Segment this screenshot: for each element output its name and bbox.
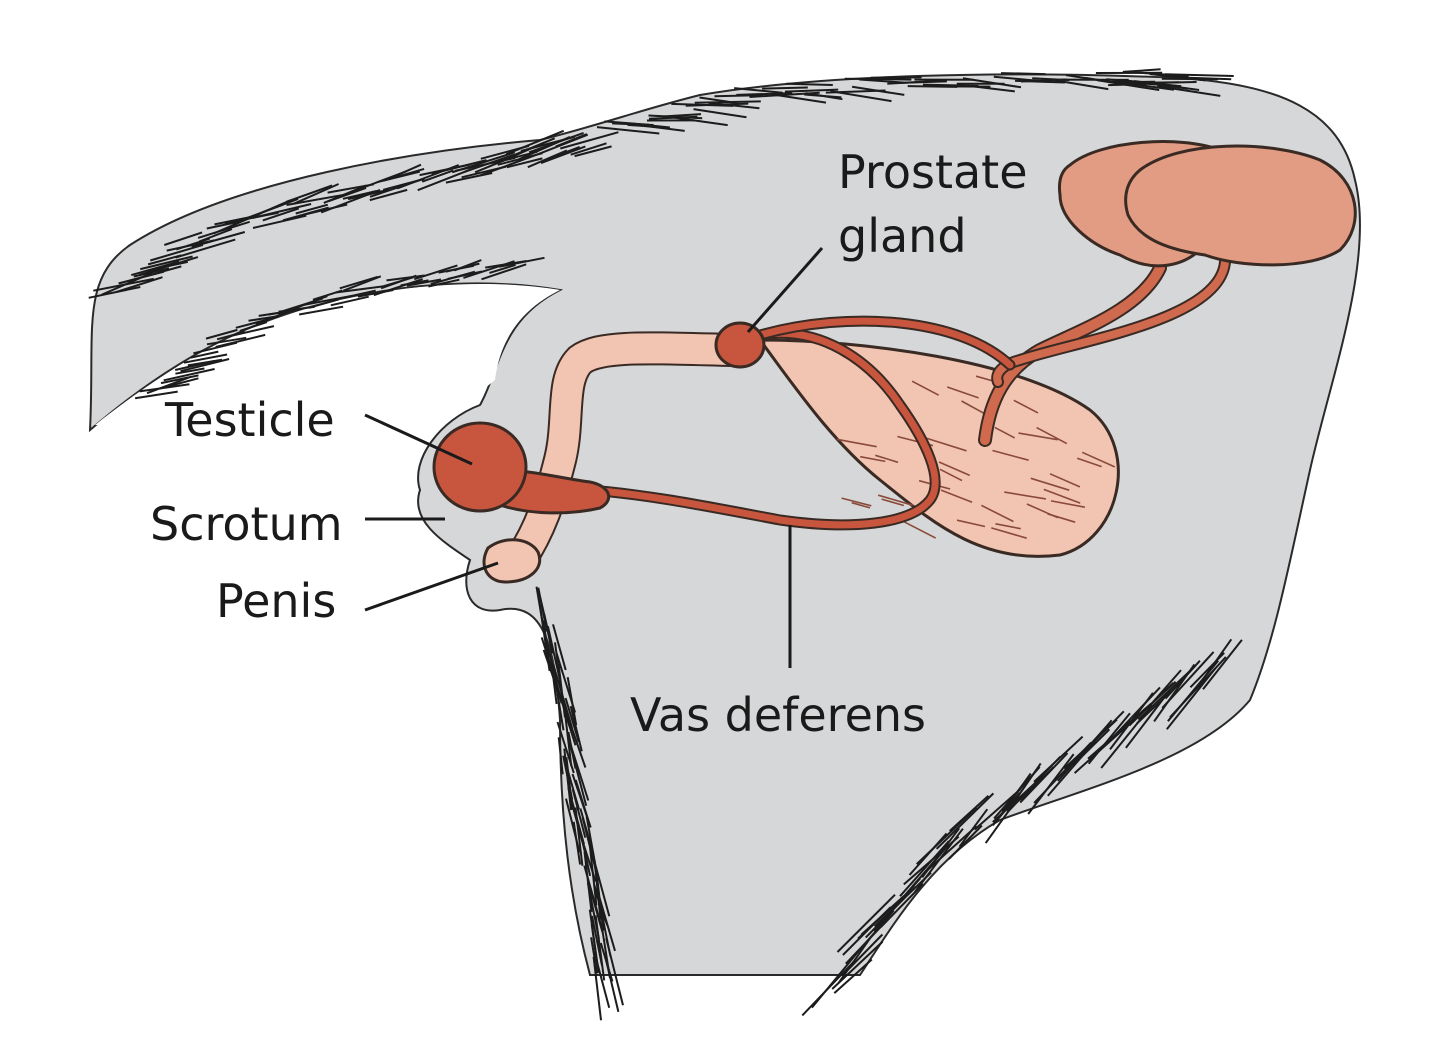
- label-prostate-line2: gland: [838, 208, 967, 264]
- fur-stroke: [762, 88, 808, 89]
- label-scrotum: Scrotum: [150, 496, 343, 552]
- penis-shape: [484, 540, 540, 582]
- label-testicle: Testicle: [165, 392, 335, 448]
- prostate-gland: [716, 323, 764, 367]
- label-prostate-line1: Prostate: [838, 144, 1028, 200]
- fur-stroke: [1157, 82, 1197, 83]
- fur-stroke: [1001, 73, 1046, 74]
- fur-stroke: [1123, 69, 1161, 72]
- label-vas-deferens: Vas deferens: [630, 687, 926, 743]
- testicle-shape: [434, 423, 526, 511]
- fur-stroke: [786, 84, 832, 85]
- label-penis: Penis: [216, 573, 336, 629]
- fur-stroke: [845, 79, 912, 80]
